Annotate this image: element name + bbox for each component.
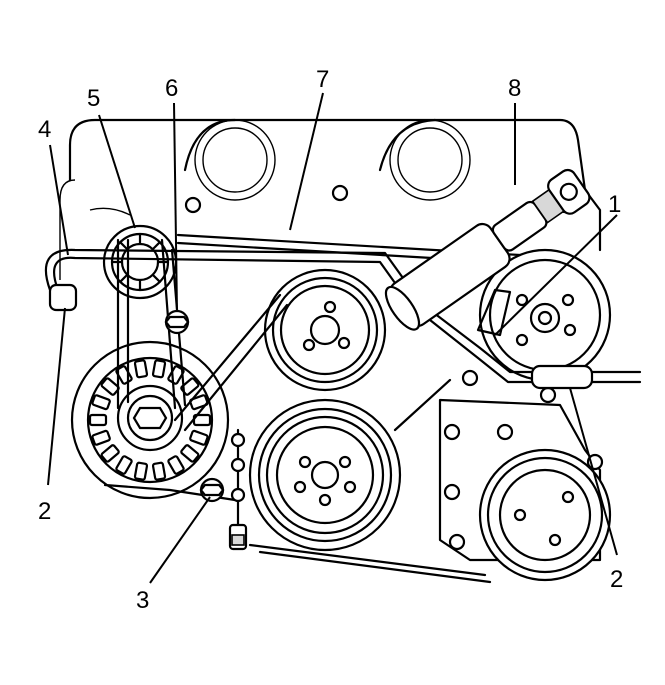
leader-2-left [47,307,66,486]
water-pump-pulley [263,268,387,392]
ac-compressor [478,248,612,382]
idler-spoke [151,273,161,283]
callout-4: 4 [38,116,51,143]
callout-2-left: 2 [38,498,51,525]
line-bracket [428,288,642,390]
callout-labels: 1 2 2 3 4 5 6 7 8 [38,66,623,614]
alternator-fin [100,444,120,463]
callout-5: 5 [87,85,100,112]
callout-7: 7 [316,66,329,93]
alternator-fin [88,413,108,427]
callout-8: 8 [508,75,521,102]
leader-2-right [569,387,618,556]
alternator-fin [151,461,167,481]
alternator-fin [115,455,133,475]
callout-1: 1 [608,191,621,218]
idler-spoke [151,241,161,251]
idler-spoke [119,273,129,283]
alternator-fin [189,394,209,411]
alternator-fin [100,377,120,396]
sensor-canister [384,168,591,331]
leader-3 [149,496,211,584]
tensioner-bolts [164,309,248,551]
crankshaft-pulley [248,398,402,552]
alternator-fin [91,394,111,411]
leader-7 [289,92,324,231]
callout-2-right: 2 [610,566,623,593]
alternator-fin [133,461,149,481]
leader-5 [98,114,136,229]
alternator-fin [133,359,149,379]
alternator-fin [167,455,185,475]
leader-6 [173,102,178,313]
alternator [70,340,237,502]
callout-6: 6 [165,75,178,102]
alternator-fin [189,429,209,446]
idler-spoke [119,241,129,251]
callout-leaders [47,92,618,584]
alternator-fin [180,444,200,463]
power-steering-pulley [478,448,612,582]
callout-3: 3 [136,587,149,614]
hose [44,248,410,312]
bracket-assembly [438,369,604,562]
leader-4 [49,144,69,256]
idler-pulley [102,224,178,300]
alternator-fin [91,429,111,446]
alternator-fin [151,359,167,379]
leader-1 [494,214,618,336]
